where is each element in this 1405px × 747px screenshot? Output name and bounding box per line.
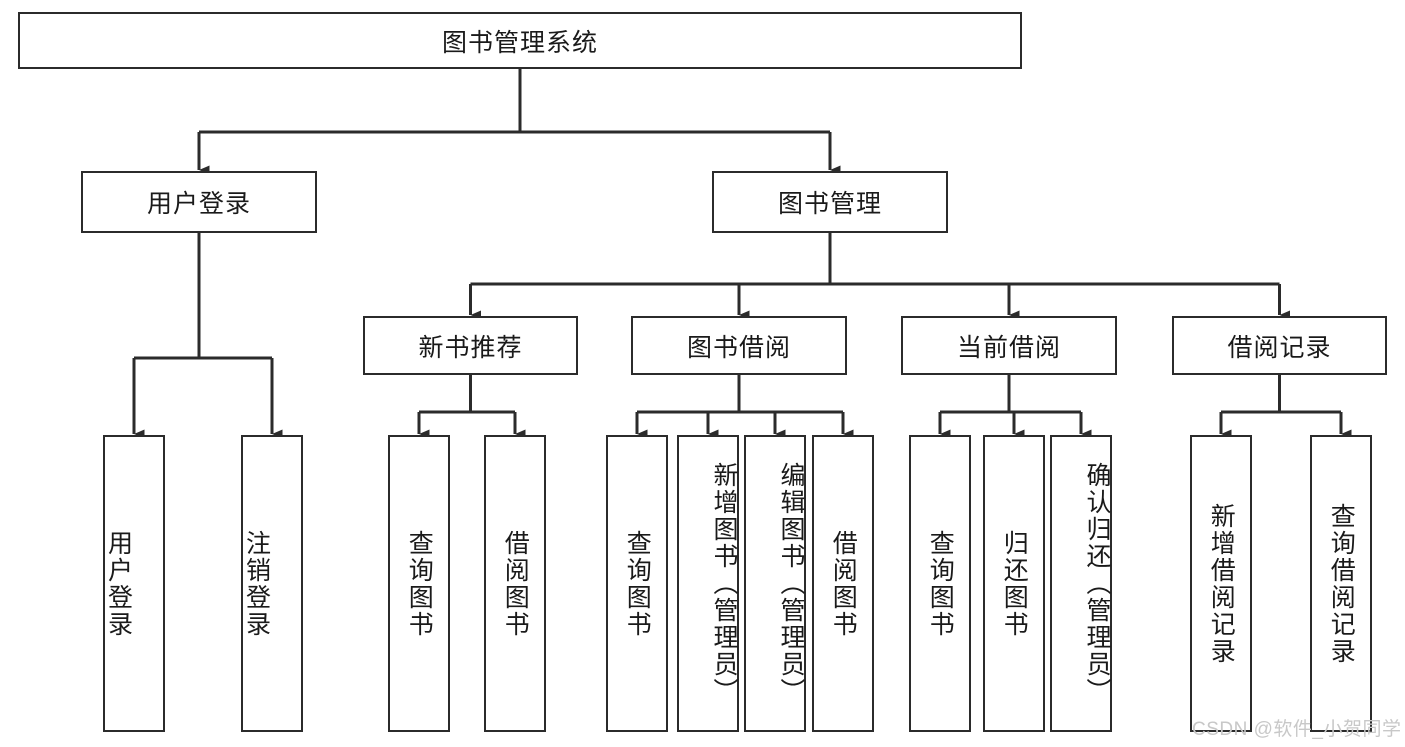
- node-leaf-user-login[interactable]: 用户登录: [103, 435, 165, 732]
- csdn-watermark: CSDN @软件_小贺同学: [1192, 719, 1402, 740]
- node-leaf-add-book[interactable]: 新增图书（管理员）: [677, 435, 739, 732]
- node-book-borrow[interactable]: 图书借阅: [631, 316, 847, 375]
- node-leaf-borrow-book-2-label: 借阅图书: [829, 529, 858, 638]
- node-leaf-query-record[interactable]: 查询借阅记录: [1310, 435, 1372, 732]
- node-leaf-query-book-2[interactable]: 查询图书: [606, 435, 668, 732]
- node-leaf-add-record[interactable]: 新增借阅记录: [1190, 435, 1252, 732]
- node-borrow-record[interactable]: 借阅记录: [1172, 316, 1387, 375]
- node-leaf-query-book-1[interactable]: 查询图书: [388, 435, 450, 732]
- node-leaf-borrow-book-1-label: 借阅图书: [501, 529, 530, 638]
- node-leaf-borrow-book-2[interactable]: 借阅图书: [812, 435, 874, 732]
- node-book-manage[interactable]: 图书管理: [712, 171, 948, 233]
- node-root[interactable]: 图书管理系统: [18, 12, 1022, 69]
- node-leaf-borrow-book-1[interactable]: 借阅图书: [484, 435, 546, 732]
- node-leaf-query-book-3[interactable]: 查询图书: [909, 435, 971, 732]
- node-root-label: 图书管理系统: [441, 28, 598, 57]
- node-leaf-confirm-return-label: 确认归还（管理员）: [1083, 462, 1111, 705]
- node-user-login-label: 用户登录: [146, 190, 251, 218]
- node-leaf-user-login-label: 用户登录: [104, 529, 133, 638]
- node-leaf-return-book[interactable]: 归还图书: [983, 435, 1045, 732]
- node-book-borrow-label: 图书借阅: [686, 333, 791, 362]
- node-leaf-user-logout-label: 注销登录: [242, 529, 271, 638]
- node-leaf-edit-book[interactable]: 编辑图书（管理员）: [744, 435, 806, 732]
- node-current-borrow[interactable]: 当前借阅: [901, 316, 1117, 375]
- node-book-manage-label: 图书管理: [777, 190, 882, 218]
- node-leaf-return-book-label: 归还图书: [1000, 529, 1029, 638]
- node-leaf-query-book-1-label: 查询图书: [405, 529, 434, 638]
- node-leaf-add-book-label: 新增图书（管理员）: [710, 462, 738, 705]
- node-leaf-user-logout[interactable]: 注销登录: [241, 435, 303, 732]
- node-current-borrow-label: 当前借阅: [956, 333, 1061, 362]
- node-leaf-edit-book-label: 编辑图书（管理员）: [777, 462, 805, 705]
- node-leaf-confirm-return[interactable]: 确认归还（管理员）: [1050, 435, 1112, 732]
- node-borrow-record-label: 借阅记录: [1227, 333, 1332, 362]
- node-new-book-rec[interactable]: 新书推荐: [363, 316, 578, 375]
- node-leaf-query-record-label: 查询借阅记录: [1327, 502, 1356, 665]
- node-leaf-query-book-2-label: 查询图书: [623, 529, 652, 638]
- node-new-book-rec-label: 新书推荐: [418, 333, 523, 362]
- node-leaf-add-record-label: 新增借阅记录: [1207, 502, 1236, 665]
- node-leaf-query-book-3-label: 查询图书: [926, 529, 955, 638]
- node-user-login[interactable]: 用户登录: [81, 171, 317, 233]
